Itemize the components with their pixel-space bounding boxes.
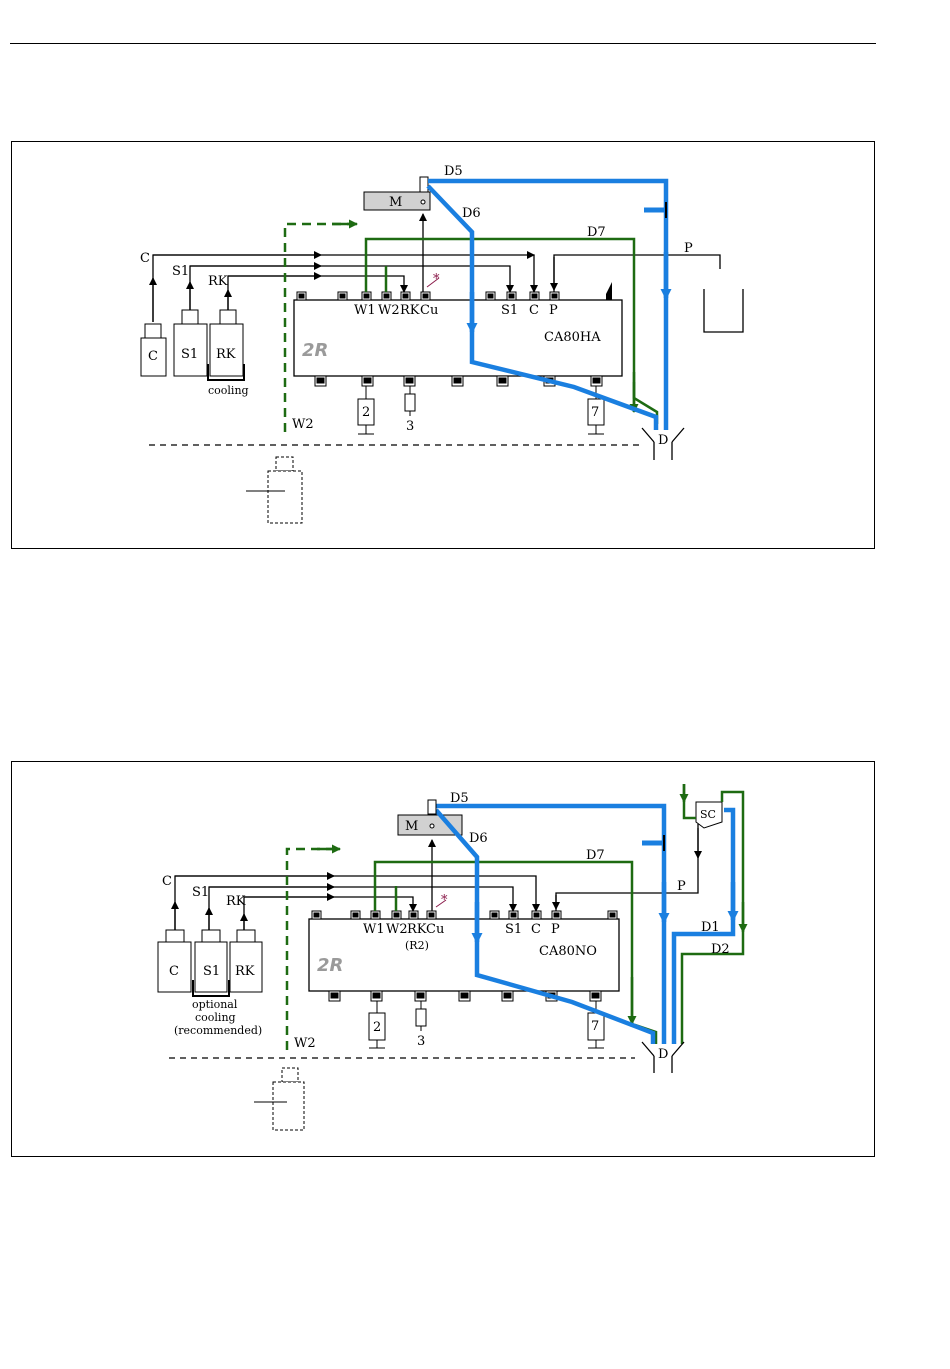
analyzer-tab (606, 282, 612, 300)
sc-label: SC (700, 808, 716, 821)
bottle-label-s1: S1 (181, 347, 198, 362)
port-label-s1: S1 (501, 303, 518, 318)
pump-label-7: 7 (591, 405, 599, 420)
pump-label-3: 3 (406, 419, 414, 434)
port-label-w1: W1 (354, 303, 376, 318)
port-label-p: P (549, 303, 558, 318)
port-label-r2: (R2) (405, 939, 429, 952)
feed-label-s1: S1 (192, 885, 209, 900)
port-label-rk: RK (400, 303, 420, 318)
waste-bottle (268, 457, 302, 523)
pump-label-2: 2 (362, 405, 370, 420)
port-label-w2: W2 (378, 303, 400, 318)
cooling-label-1: optional (192, 998, 238, 1011)
tube-label-d5: D5 (444, 164, 463, 179)
feed-label-c: C (162, 874, 172, 889)
brand-logo: 2R (302, 340, 328, 361)
top-fittings (312, 911, 617, 919)
mixer-outlet-cap (428, 800, 436, 814)
bottle-rk (210, 310, 243, 376)
sample-vessel (704, 289, 743, 332)
bottle-label-s1: S1 (203, 964, 220, 979)
analyzer-name: CA80HA (544, 330, 601, 345)
tube-label-w2: W2 (292, 417, 314, 432)
port-label-rk: RK (407, 922, 427, 937)
tube-label-p: P (677, 879, 686, 894)
diagram-panel-ca80ha: 2R CA80HA W1 W2 RK Cu S1 C P (11, 141, 875, 549)
tube-label-w2: W2 (294, 1036, 316, 1051)
p-line (554, 255, 720, 292)
cooling-label-2: cooling (195, 1011, 236, 1024)
pump-label-7: 7 (591, 1019, 599, 1034)
pump-label-2: 2 (373, 1020, 381, 1035)
brand-logo: 2R (317, 955, 343, 976)
bottle-label-c: C (148, 349, 158, 364)
analyzer-name: CA80NO (539, 944, 597, 959)
cooling-label-3: (recommended) (174, 1024, 262, 1037)
feed-label-c: C (140, 251, 150, 266)
tube-label-d1: D1 (701, 920, 720, 935)
tube-label-d7: D7 (586, 848, 605, 863)
bottle-s1 (174, 310, 207, 376)
tube-label-d6: D6 (462, 206, 481, 221)
port-label-s1: S1 (505, 922, 522, 937)
mixer-port (421, 200, 425, 204)
port-label-cu: Cu (420, 303, 438, 318)
port-label-w2: W2 (386, 922, 408, 937)
header-rule (10, 43, 876, 44)
pump-3 (416, 1001, 426, 1031)
cooling-label: cooling (208, 384, 249, 397)
feed-label-rk: RK (226, 894, 246, 909)
flow-diagram-ca80ha: 2R CA80HA W1 W2 RK Cu S1 C P (12, 142, 874, 548)
drain-label: D (658, 433, 668, 448)
tube-label-d5: D5 (450, 791, 469, 806)
diagram-panel-ca80no: 2R CA80NO W1 W2 RK Cu (R2) S1 C P (11, 761, 875, 1157)
bottle-c (158, 930, 191, 992)
bottle-label-rk: RK (216, 347, 236, 362)
bottle-label-rk: RK (235, 964, 255, 979)
port-label-cu: Cu (426, 922, 444, 937)
mixer-label: M (405, 819, 418, 834)
bottle-label-c: C (169, 964, 179, 979)
top-fittings (297, 292, 559, 300)
port-label-c: C (529, 303, 539, 318)
tube-label-p: P (684, 241, 693, 256)
p-line (556, 824, 698, 911)
star-marker: * (441, 893, 448, 908)
port-label-p: P (551, 922, 560, 937)
feed-label-s1: S1 (172, 264, 189, 279)
bottle-s1 (195, 930, 227, 992)
port-label-c: C (531, 922, 541, 937)
flow-diagram-ca80no: 2R CA80NO W1 W2 RK Cu (R2) S1 C P (12, 762, 874, 1156)
tube-label-d7: D7 (587, 225, 606, 240)
pump-label-3: 3 (417, 1034, 425, 1049)
mixer-outlet (420, 177, 428, 192)
mixer-label: M (389, 195, 402, 210)
star-marker: * (433, 272, 440, 287)
mixer-port (430, 824, 434, 828)
pump-3 (405, 386, 415, 416)
waste-bottle (273, 1068, 304, 1130)
bottle-rk (230, 930, 262, 992)
feed-label-rk: RK (208, 274, 228, 289)
port-label-w1: W1 (363, 922, 385, 937)
tube-label-d6: D6 (469, 831, 488, 846)
drain-label: D (658, 1047, 668, 1062)
tube-label-d2: D2 (711, 942, 730, 957)
